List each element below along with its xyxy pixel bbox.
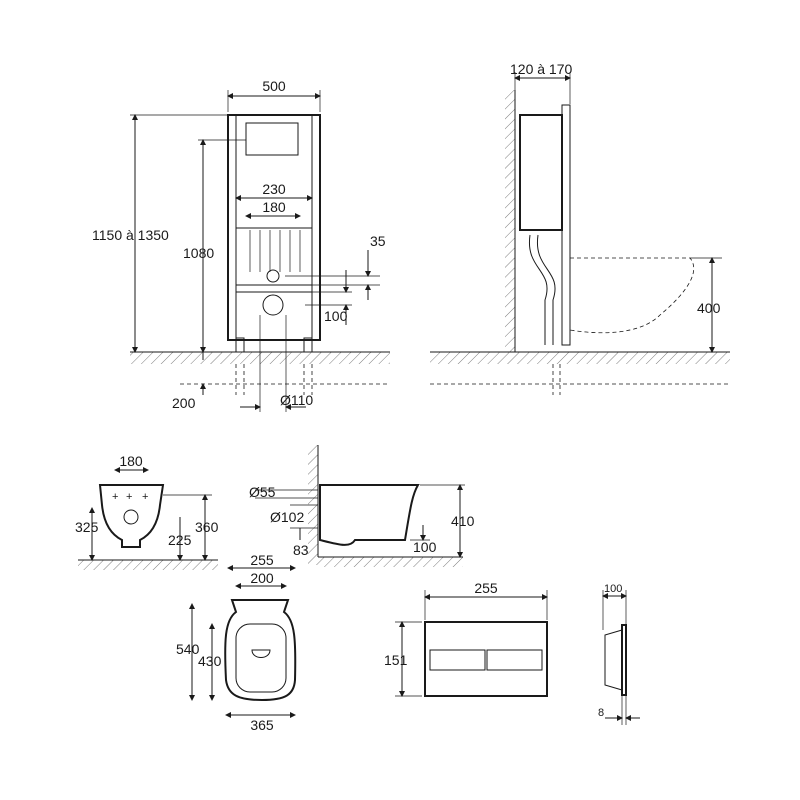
svg-text:+: +	[142, 491, 148, 503]
bowl-back-view: + + + 180 325 360 225	[75, 453, 219, 570]
front-view: 500 1150 à 1350 1080 230 180 35 100 200 …	[92, 78, 390, 412]
svg-text:+: +	[126, 491, 132, 503]
bowl-top-view: 255 200 540 430 365	[176, 552, 297, 733]
dim-180: 180	[262, 199, 286, 215]
bowl-back-outline	[98, 484, 165, 548]
dim-225: 225	[168, 532, 192, 548]
dim-100: 100	[324, 308, 348, 324]
plate-side	[621, 624, 627, 696]
dim-plate-height: 151	[384, 652, 408, 668]
dim-inner-length: 430	[198, 653, 222, 669]
dim-total-height: 1150 à 1350	[92, 227, 169, 243]
drain-circle	[262, 294, 284, 316]
bowl-side-outline	[319, 484, 420, 546]
dim-360: 360	[195, 519, 219, 535]
dim-inner-width: 200	[250, 570, 274, 586]
dim-plate-thickness: 8	[598, 707, 604, 719]
flush-button-left	[429, 649, 486, 671]
dim-inlet-diameter: Ø55	[249, 484, 276, 500]
inlet-circle	[266, 269, 280, 283]
flush-button-right	[486, 649, 543, 671]
bowl-top-outline	[224, 599, 297, 702]
dim-depth: 120 à 170	[510, 61, 572, 77]
dim-width: 500	[262, 78, 286, 94]
flush-opening	[245, 122, 299, 156]
dim-bowl-height: 400	[697, 300, 721, 316]
side-view: 120 à 170 400	[430, 61, 730, 395]
dim-200: 200	[172, 395, 196, 411]
dim-outlet-diameter: Ø102	[270, 509, 304, 525]
dim-outer-width: 255	[250, 552, 274, 568]
dim-230: 230	[262, 181, 286, 197]
bowl-side-view: Ø55 Ø102 83 100 410	[249, 445, 475, 567]
dim-325: 325	[75, 519, 99, 535]
dim-height: 410	[451, 513, 475, 529]
dim-plate-depth: 100	[604, 583, 622, 595]
flush-plate	[424, 621, 548, 697]
dim-length: 540	[176, 641, 200, 657]
svg-text:+: +	[112, 491, 118, 503]
dim-bolt-spacing: 180	[119, 453, 143, 469]
dim-frame-height: 1080	[183, 245, 214, 261]
dim-83: 83	[293, 542, 309, 558]
dim-width: 365	[250, 717, 274, 733]
flush-plate-side: 100 8	[598, 583, 640, 725]
dim-plate-width: 255	[474, 580, 498, 596]
dim-drain-diameter: Ø110	[280, 392, 313, 408]
cistern	[519, 114, 563, 231]
flush-plate-front: 255 151	[384, 580, 548, 697]
dim-35: 35	[370, 233, 386, 249]
dim-100-outlet: 100	[413, 539, 437, 555]
